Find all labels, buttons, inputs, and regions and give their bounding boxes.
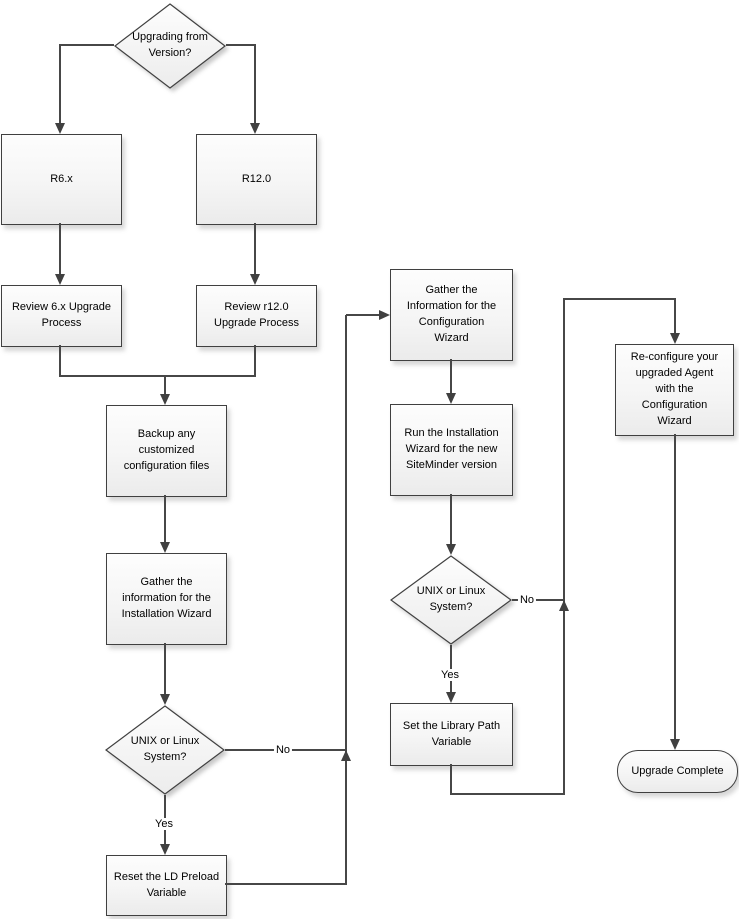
node-unix-linux-right: UNIX or Linux System?	[390, 555, 512, 645]
node-label: Gather the information for the Installat…	[121, 576, 212, 620]
arrowhead	[55, 123, 65, 134]
node-upgrading-from-version: Upgrading from Version?	[114, 3, 226, 89]
edge-label-yes: Yes	[439, 669, 461, 681]
arrowhead	[250, 123, 260, 134]
node-label: Run the Installation Wizard for the new …	[404, 427, 499, 471]
connector	[345, 315, 347, 885]
node-r12: R12.0	[196, 134, 317, 225]
connector	[226, 44, 256, 46]
connector	[164, 375, 166, 394]
node-gather-config-info: Gather the Information for the Configura…	[390, 269, 513, 361]
diamond-shape	[390, 555, 512, 645]
arrowhead	[446, 692, 456, 703]
node-unix-linux-left: UNIX or Linux System?	[105, 705, 225, 795]
edge-label-no: No	[517, 594, 537, 606]
connector	[59, 345, 61, 377]
diamond-shape	[105, 705, 225, 795]
node-review-6x-upgrade: Review 6.x Upgrade Process	[1, 285, 122, 347]
node-gather-install-info: Gather the information for the Installat…	[106, 553, 227, 645]
connector	[164, 495, 166, 542]
node-set-library-path: Set the Library Path Variable	[390, 703, 513, 766]
connector	[164, 643, 166, 694]
node-label: R6.x	[50, 172, 73, 185]
connector	[59, 223, 61, 274]
node-label: Set the Library Path Variable	[402, 719, 501, 748]
arrowhead	[379, 310, 390, 320]
arrowhead	[341, 750, 351, 761]
connector	[254, 44, 256, 123]
diamond-shape	[114, 3, 226, 89]
connector	[59, 44, 61, 123]
connector	[450, 793, 565, 795]
edge-label-no: No	[273, 744, 293, 756]
arrowhead	[559, 600, 569, 611]
arrowhead	[446, 393, 456, 404]
connector	[563, 298, 676, 300]
connector	[450, 359, 452, 393]
node-label: UNIX or Linux System?	[416, 585, 486, 613]
arrowhead	[160, 394, 170, 405]
connector	[450, 645, 452, 692]
arrowhead	[160, 844, 170, 855]
connector	[674, 298, 676, 333]
arrowhead	[670, 333, 680, 344]
connector	[563, 298, 565, 795]
node-label: Upgrade Complete	[631, 764, 724, 777]
node-label: Gather the Information for the Configura…	[406, 284, 497, 344]
connector	[450, 764, 452, 795]
node-label: Review r12.0 Upgrade Process	[214, 301, 299, 329]
node-label: Upgrading from Version?	[132, 31, 208, 59]
connector	[225, 883, 347, 885]
connector	[346, 314, 379, 316]
arrowhead	[55, 274, 65, 285]
node-label: Backup any customized configuration file…	[123, 428, 210, 472]
arrowhead	[250, 274, 260, 285]
node-label: R12.0	[241, 172, 272, 185]
connector	[674, 434, 676, 739]
node-r6x: R6.x	[1, 134, 122, 225]
edge-label-yes: Yes	[153, 818, 175, 830]
node-label: Reset the LD Preload Variable	[113, 870, 220, 899]
arrowhead	[160, 694, 170, 705]
connector	[254, 345, 256, 377]
node-label: Re-configure your upgraded Agent with th…	[630, 351, 719, 427]
node-label: Review 6.x Upgrade Process	[11, 301, 112, 329]
node-run-install-wizard: Run the Installation Wizard for the new …	[390, 404, 513, 496]
node-reset-ld-preload: Reset the LD Preload Variable	[106, 855, 227, 916]
node-backup-config: Backup any customized configuration file…	[106, 405, 227, 497]
arrowhead	[670, 739, 680, 750]
node-label: UNIX or Linux System?	[130, 735, 200, 763]
connector	[60, 44, 114, 46]
arrowhead	[446, 544, 456, 555]
node-reconfigure-agent: Re-configure your upgraded Agent with th…	[615, 344, 734, 436]
arrowhead	[160, 542, 170, 553]
node-review-r12-upgrade: Review r12.0 Upgrade Process	[196, 285, 317, 347]
connector	[450, 494, 452, 544]
connector	[254, 223, 256, 274]
connector	[59, 375, 256, 377]
node-upgrade-complete: Upgrade Complete	[617, 750, 738, 793]
connector	[512, 599, 565, 601]
